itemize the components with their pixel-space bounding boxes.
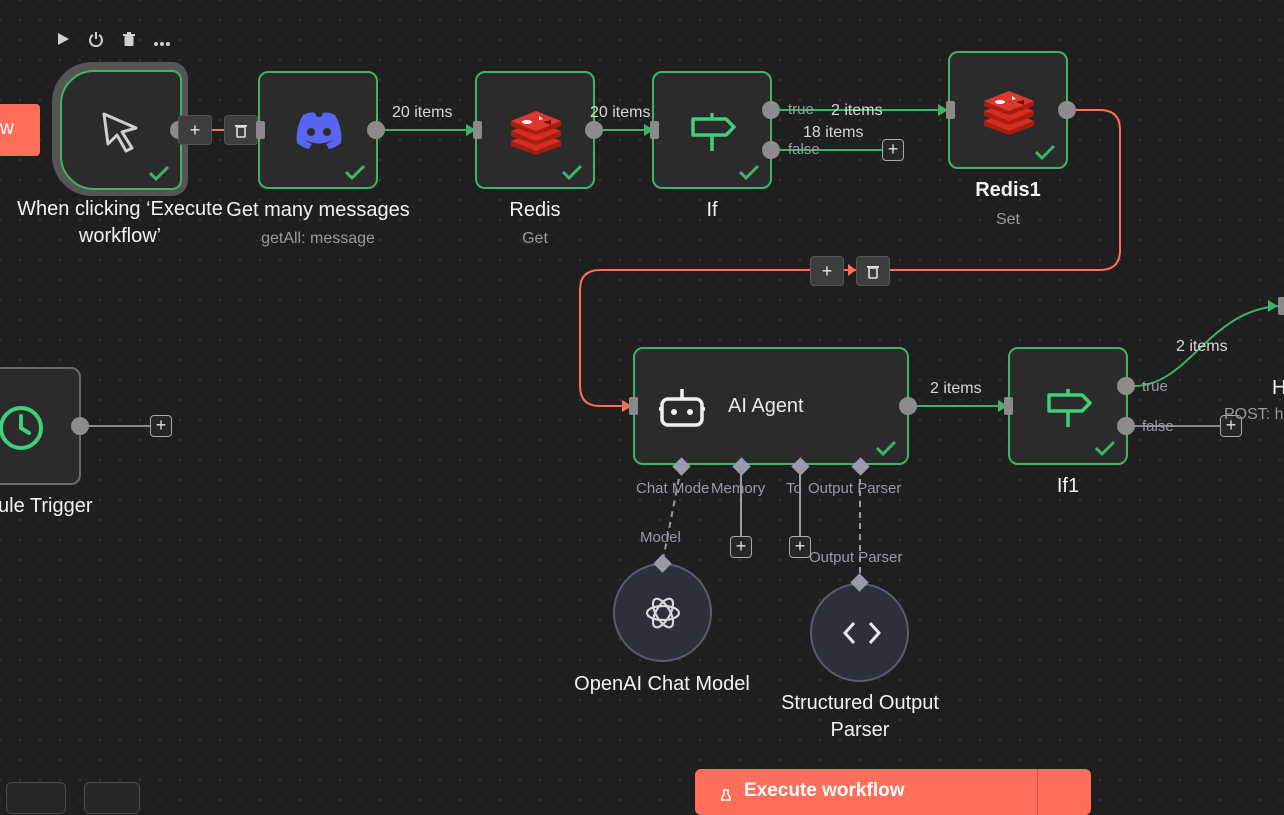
output-parser-label: Output Parser	[808, 480, 902, 497]
code-icon	[842, 619, 882, 652]
add-node-button[interactable]: +	[1220, 415, 1242, 437]
more-icon[interactable]	[154, 34, 170, 52]
power-icon[interactable]	[88, 31, 104, 52]
ai-agent-node[interactable]: AI Agent	[633, 347, 909, 465]
discord-icon	[293, 111, 345, 156]
check-icon	[875, 440, 897, 457]
output-handle[interactable]	[367, 121, 385, 139]
output-parser-label: Output Parser	[809, 549, 903, 566]
input-handle[interactable]	[1004, 397, 1013, 415]
openai-title: OpenAI Chat Model	[574, 673, 750, 695]
add-node-button[interactable]: +	[882, 139, 904, 161]
structured-output-parser-node[interactable]	[810, 583, 909, 682]
wire-label: 20 items	[590, 104, 651, 121]
check-icon	[1094, 440, 1116, 457]
input-handle[interactable]	[256, 121, 265, 139]
wire-label: 2 items	[930, 380, 982, 397]
redis-node[interactable]	[475, 71, 595, 189]
redis1-subtitle: Set	[995, 211, 1020, 228]
input-handle[interactable]	[629, 397, 638, 415]
true-output-handle[interactable]	[762, 101, 780, 119]
robot-icon	[659, 385, 705, 434]
add-node-button[interactable]: +	[150, 415, 172, 437]
false-output-handle[interactable]	[762, 141, 780, 159]
manual-trigger-node[interactable]	[52, 62, 188, 196]
true-label: true	[788, 101, 814, 118]
output-handle[interactable]	[71, 417, 89, 435]
discord-node[interactable]	[258, 71, 378, 189]
if-node[interactable]	[652, 71, 772, 189]
manual-trigger-title: When clicking ‘Execute workflow’	[17, 198, 223, 247]
add-tool-button[interactable]: +	[789, 536, 811, 558]
node-toolbar	[52, 28, 176, 50]
execute-workflow-label: Execute workflow	[744, 780, 905, 801]
cursor-icon	[98, 110, 142, 159]
fit-view-control[interactable]	[84, 782, 140, 814]
if1-node[interactable]	[1008, 347, 1128, 465]
parser-title: Structured Output Parser	[781, 692, 939, 741]
if-title: If	[706, 199, 718, 221]
delete-connection-button[interactable]	[224, 115, 258, 145]
delete-connection-button[interactable]	[856, 256, 890, 286]
openai-icon	[643, 593, 683, 638]
true-output-handle[interactable]	[1117, 377, 1135, 395]
execute-options-divider	[1037, 769, 1038, 815]
tool-label: To	[786, 480, 802, 497]
check-icon	[561, 164, 583, 181]
output-handle[interactable]	[899, 397, 917, 415]
check-icon	[148, 165, 170, 182]
true-label: true	[1142, 378, 1168, 395]
zoom-control[interactable]	[6, 782, 66, 814]
if1-title: If1	[1056, 475, 1080, 497]
false-label: false	[788, 141, 820, 158]
memory-label: Memory	[711, 480, 766, 497]
ai-agent-title: AI Agent	[728, 395, 804, 417]
redis1-title: Redis1	[975, 179, 1041, 201]
flask-icon	[719, 785, 733, 807]
play-icon[interactable]	[56, 31, 70, 52]
redis-icon	[982, 91, 1036, 140]
check-icon	[738, 164, 760, 181]
input-handle[interactable]	[1278, 297, 1284, 315]
add-node-button[interactable]: +	[178, 115, 212, 145]
signpost-icon	[690, 111, 736, 158]
redis1-node[interactable]	[948, 51, 1068, 169]
schedule-trigger-title: ule Trigger	[0, 495, 93, 517]
trash-icon[interactable]	[122, 31, 136, 52]
chat-model-label: Chat Mode	[636, 480, 710, 497]
add-memory-button[interactable]: +	[730, 536, 752, 558]
false-output-handle[interactable]	[1117, 417, 1135, 435]
wire-label: 2 items	[831, 102, 883, 119]
false-label: false	[1142, 418, 1174, 435]
input-handle[interactable]	[946, 101, 955, 119]
input-handle[interactable]	[650, 121, 659, 139]
schedule-trigger-node[interactable]	[0, 367, 81, 485]
wire-label: 18 items	[803, 124, 864, 141]
output-handle[interactable]	[1058, 101, 1076, 119]
execute-workflow-button[interactable]: Execute workflow	[695, 769, 1091, 815]
redis-subtitle: Get	[522, 230, 548, 247]
clock-icon	[0, 405, 44, 456]
output-handle[interactable]	[585, 121, 603, 139]
redis-icon	[509, 111, 563, 160]
add-node-button[interactable]: +	[810, 256, 844, 286]
offscreen-title: H	[1272, 377, 1284, 399]
check-icon	[1034, 144, 1056, 161]
discord-subtitle: getAll: message	[261, 230, 375, 247]
input-handle[interactable]	[473, 121, 482, 139]
test-workflow-button[interactable]: w	[0, 104, 40, 156]
redis-title: Redis	[509, 199, 561, 221]
signpost-icon	[1046, 387, 1092, 434]
offscreen-subtitle: POST: h	[1224, 406, 1284, 423]
wire-label: 2 items	[1176, 338, 1228, 355]
discord-title: Get many messages	[226, 199, 410, 221]
wire-label: 20 items	[392, 104, 453, 121]
openai-chat-model-node[interactable]	[613, 563, 712, 662]
check-icon	[344, 164, 366, 181]
model-label: Model	[640, 529, 681, 546]
